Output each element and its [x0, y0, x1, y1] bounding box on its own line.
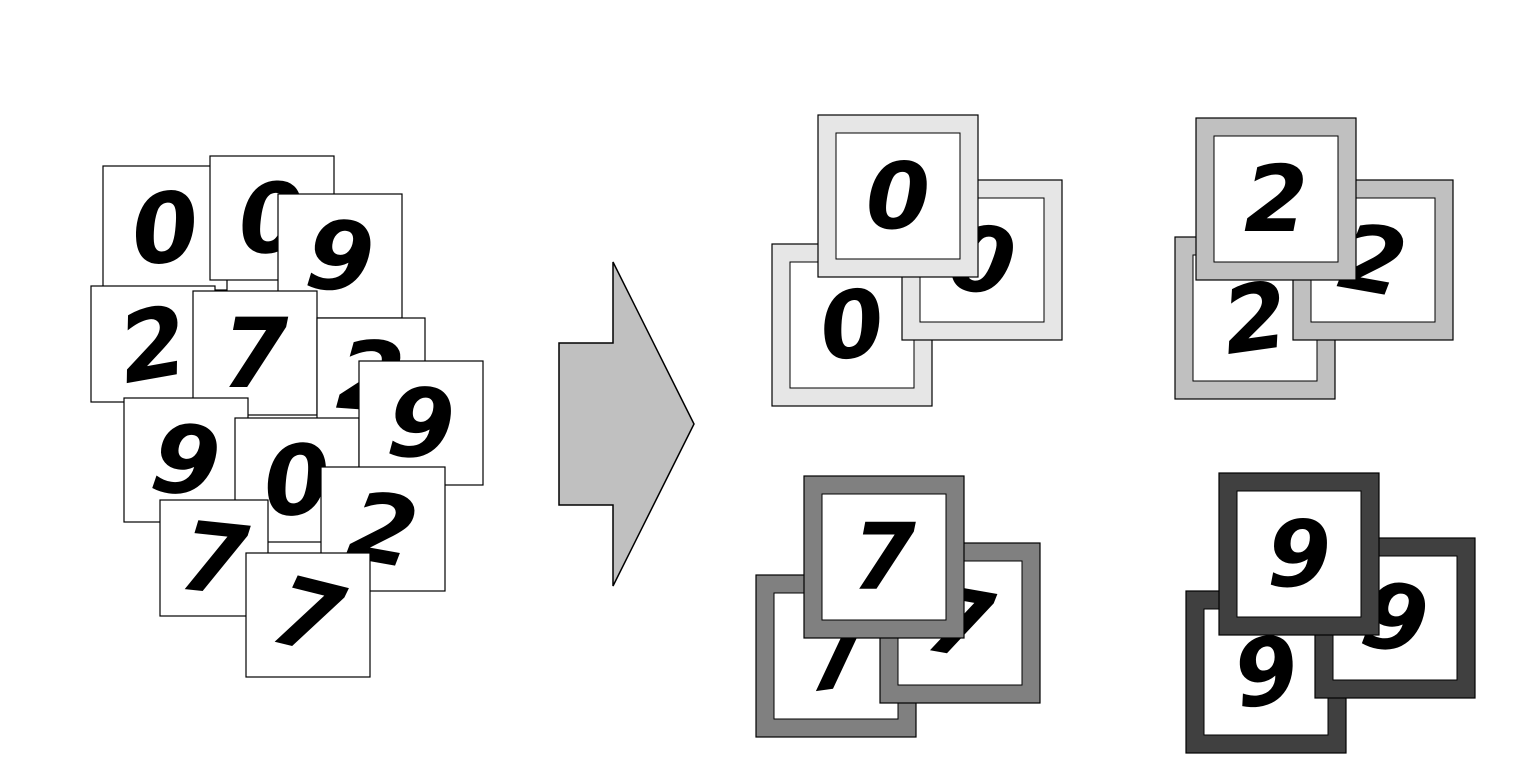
cluster-0: 000	[771, 114, 1063, 407]
digit-glyph: 9	[384, 366, 458, 482]
framed-digit-tile: 9	[1218, 472, 1380, 636]
cluster-7: 777	[755, 475, 1041, 738]
digit-glyph: 7	[852, 504, 916, 611]
framed-digit-tile: 2	[1195, 117, 1357, 281]
digit-glyph: 2	[1244, 146, 1308, 253]
digit-tile: 9	[358, 360, 484, 486]
right-arrow	[558, 261, 695, 587]
digit-tile: 7	[192, 290, 318, 416]
digit-glyph: 0	[813, 268, 891, 383]
digit-glyph: 0	[126, 170, 204, 288]
digit-tile: 0	[102, 165, 228, 291]
digit-clusters: 000 222 777 999	[755, 114, 1476, 754]
framed-digit-tile: 0	[817, 114, 979, 278]
digit-glyph: 9	[1267, 501, 1331, 608]
digit-glyph: 7	[175, 500, 253, 618]
digit-glyph: 7	[222, 298, 289, 410]
unsorted-digit-pile: 009272909727	[90, 155, 484, 678]
digit-glyph: 0	[866, 143, 930, 250]
digit-tile: 7	[245, 552, 371, 678]
framed-digit-tile: 7	[803, 475, 965, 639]
